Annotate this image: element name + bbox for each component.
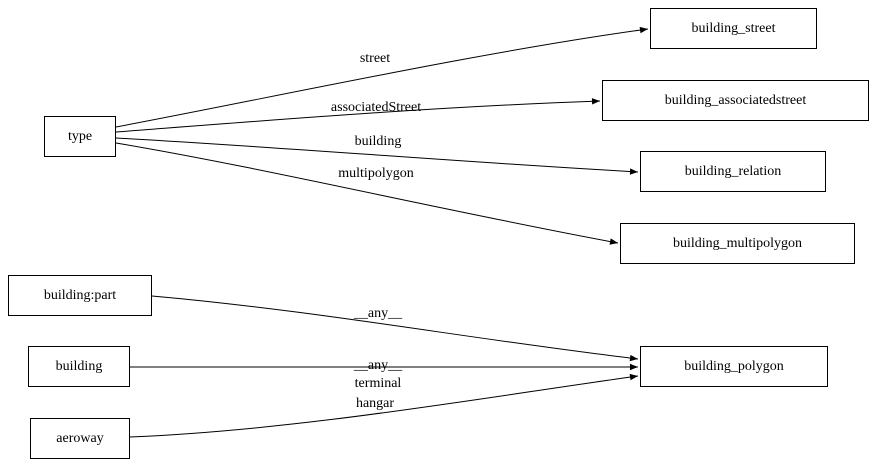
- node-type: type: [44, 116, 116, 157]
- edge-label-any-building-part: __any__: [353, 306, 403, 321]
- edge-aeroway-building_polygon: [129, 373, 639, 438]
- node-building-part: building:part: [8, 275, 152, 316]
- edge-type-building_associatedstreet: [115, 98, 601, 133]
- node-building-associatedstreet: building_associatedstreet: [602, 80, 869, 121]
- edge-label-terminal: terminal: [355, 376, 402, 391]
- node-building-polygon: building_polygon: [640, 346, 828, 387]
- edge-label-street: street: [360, 51, 390, 66]
- node-building-street: building_street: [650, 8, 817, 49]
- edge-building_part-building_polygon: [151, 295, 639, 362]
- edge-label-multipolygon: multipolygon: [338, 166, 413, 181]
- node-building-relation: building_relation: [640, 151, 826, 192]
- node-building: building: [28, 346, 130, 387]
- edge-building_part-building_multipolygon: [115, 142, 619, 245]
- edge-label-associatedstreet: associatedStreet: [331, 100, 421, 115]
- node-building-multipolygon: building_multipolygon: [620, 223, 855, 264]
- edge-type-building_relation: [115, 137, 639, 175]
- edge-type-building_street: [115, 26, 649, 128]
- edge-label-building: building: [355, 134, 402, 149]
- node-aeroway: aeroway: [30, 418, 130, 459]
- edge-label-any-building: __any__: [353, 358, 403, 373]
- edge-label-hangar: hangar: [356, 396, 394, 411]
